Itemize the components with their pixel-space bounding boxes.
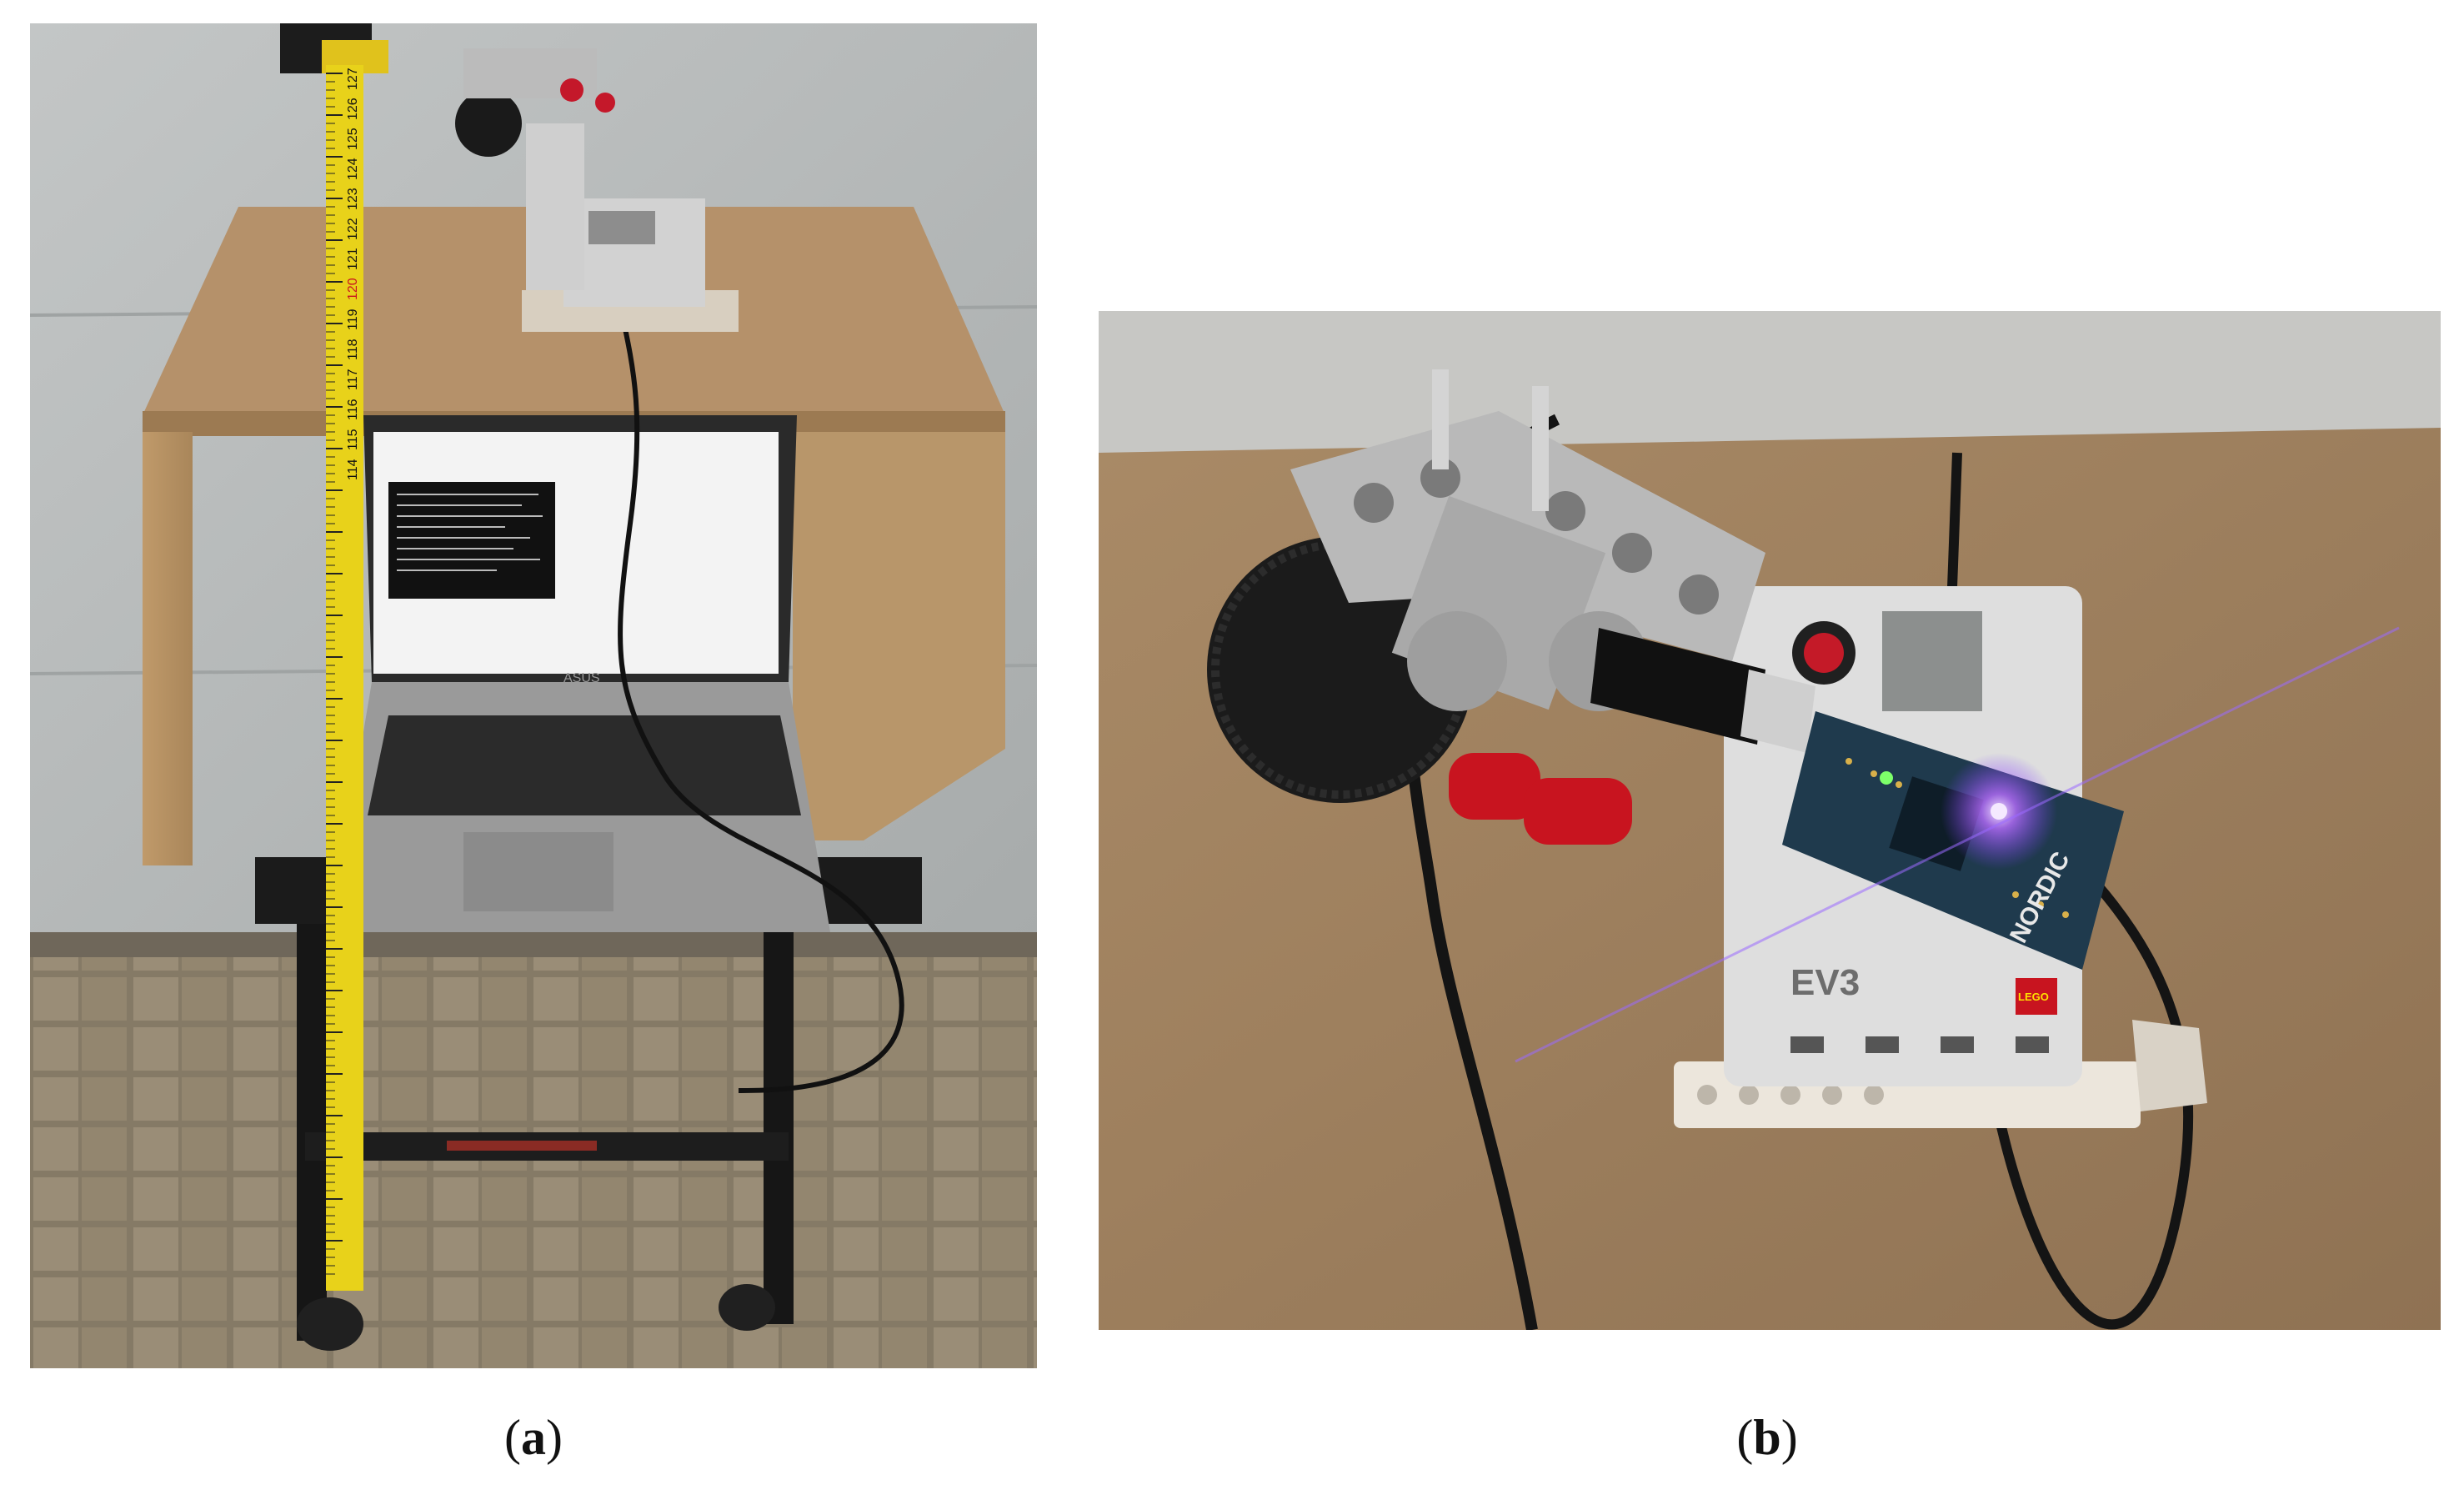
caption-a-close: ) [546,1410,563,1465]
caption-b-close: ) [1780,1410,1798,1465]
laptop-brand: ASUS [563,671,600,685]
tape-measure-strip [326,65,363,1291]
tape-number: 115 [346,429,360,450]
usb-cable [611,273,904,1093]
cabinet-left-side [143,432,193,865]
caption-a: (a) [450,1409,617,1467]
closeup-photo: EV3 LEGO NORDIC [1099,311,2441,1330]
caption-b: (b) [1684,1409,1851,1467]
red-peg [1524,778,1632,845]
usb-adapter [1590,628,1765,745]
tape-number: 127 [346,68,360,90]
caption-a-letter: a [521,1410,546,1465]
tape-number: 118 [346,339,360,360]
caption-b-open: ( [1736,1410,1754,1465]
ev3-screen [1882,611,1982,711]
lego-logo-text: LEGO [2018,991,2049,1003]
lego-logo [2016,978,2057,1015]
photo-panel-b: EV3 LEGO NORDIC [1099,311,2441,1330]
tape-number: 119 [346,309,360,330]
tape-number: 121 [346,248,360,270]
tape-number: 124 [346,158,360,180]
tape-number: 125 [346,128,360,150]
tape-number: 126 [346,98,360,120]
green-led [1880,771,1893,785]
black-gear [1207,536,1474,803]
tape-number: 114 [346,459,360,480]
ev3-label: EV3 [1790,962,1860,1003]
tape-number: 117 [346,369,360,390]
caption-a-open: ( [504,1410,521,1465]
tape-ticks [326,73,343,1275]
led-light-flare [1515,626,2400,1063]
keyboard [368,715,801,815]
photo-panel-a: ASUS 127 126 125 124 123 122 121 120 119 118 117 11… [30,23,1037,1368]
usb-connector [1740,670,1815,753]
terminal-window [388,482,555,599]
tape-number: 116 [346,399,360,420]
tape-numbers: 127 126 125 124 123 122 121 120 119 118 117 116 115 1… [346,68,360,480]
tape-number: 123 [346,188,360,210]
setup-photo: ASUS 127 126 125 124 123 122 121 120 119 118 117 11… [30,23,1037,1368]
tape-number: 122 [346,218,360,240]
caption-b-letter: b [1753,1410,1781,1465]
touchpad [463,832,613,911]
red-peg [1449,753,1540,820]
tape-number: 120 [346,278,360,300]
cabinet-right-side [793,432,1005,840]
